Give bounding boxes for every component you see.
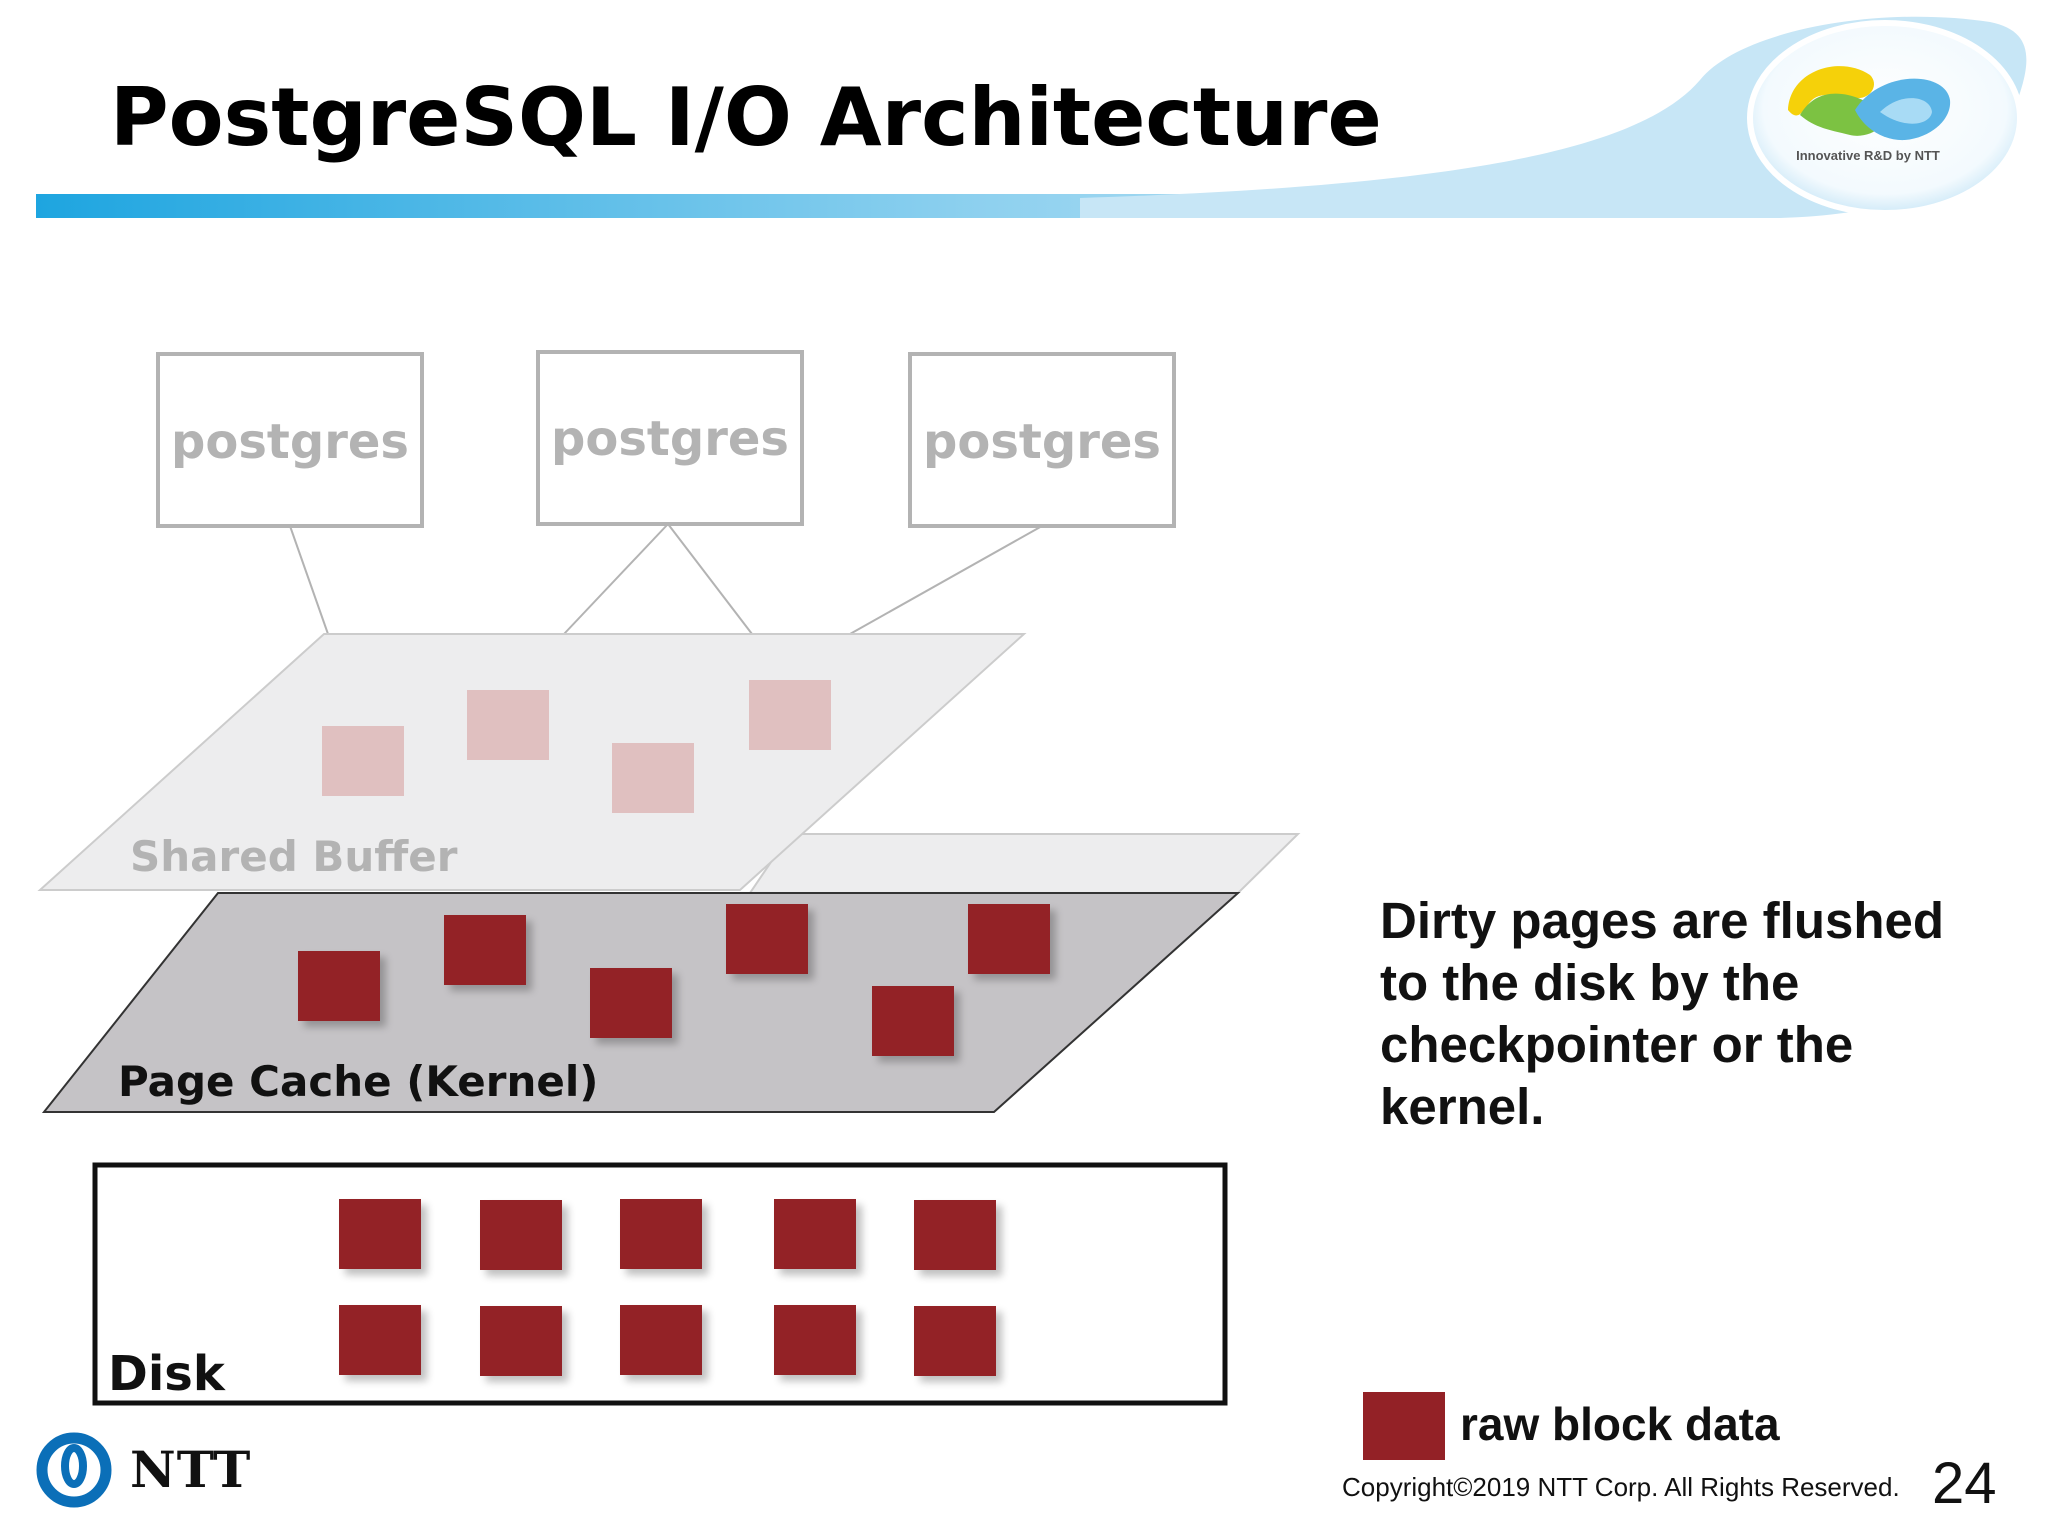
disk-block xyxy=(480,1306,562,1376)
disk-block xyxy=(774,1305,856,1375)
legend-swatch xyxy=(1363,1392,1445,1460)
description-text: Dirty pages are flushed to the disk by t… xyxy=(1380,892,1945,1135)
disk-label: Disk xyxy=(108,1346,226,1402)
disk-block xyxy=(620,1199,702,1269)
buffered-block xyxy=(749,680,831,750)
disk-box xyxy=(92,1162,1228,1406)
svg-text:postgres: postgres xyxy=(923,414,1161,470)
cached-block xyxy=(444,915,526,985)
shared-buffer-blocks xyxy=(322,680,831,813)
disk-block xyxy=(620,1305,702,1375)
disk-block xyxy=(339,1305,421,1375)
disk-block xyxy=(480,1200,562,1270)
process-box: postgres xyxy=(908,352,1176,528)
page-number: 24 xyxy=(1932,1451,1997,1516)
svg-text:postgres: postgres xyxy=(551,411,789,467)
buffered-block xyxy=(467,690,549,760)
legend-label: raw block data xyxy=(1460,1398,1780,1450)
shared-buffer-layer xyxy=(37,633,1027,891)
disk-block xyxy=(339,1199,421,1269)
page-cache-label: Page Cache (Kernel) xyxy=(118,1057,598,1106)
cached-block xyxy=(872,986,954,1056)
ntt-logo-icon xyxy=(36,1432,112,1508)
page-cache-top-band xyxy=(748,833,1301,894)
buffered-block xyxy=(322,726,404,796)
ntt-swirl-icon xyxy=(1788,66,1951,141)
copyright-text: Copyright©2019 NTT Corp. All Rights Rese… xyxy=(1342,1472,1900,1502)
process-connectors xyxy=(289,523,1043,635)
cached-block xyxy=(726,904,808,974)
page-cache-blocks xyxy=(298,904,1050,1056)
disk-block xyxy=(774,1199,856,1269)
cached-block xyxy=(968,904,1050,974)
shared-buffer-label: Shared Buffer xyxy=(130,832,458,881)
header-banner: Innovative R&D by NTT xyxy=(36,16,2027,218)
svg-text:postgres: postgres xyxy=(171,414,409,470)
buffered-block xyxy=(612,743,694,813)
disk-block xyxy=(914,1306,996,1376)
disk-blocks xyxy=(339,1199,996,1376)
disk-block xyxy=(914,1200,996,1270)
page-title: PostgreSQL I/O Architecture xyxy=(110,71,1382,164)
page-cache-layer xyxy=(41,892,1241,1113)
process-box: postgres xyxy=(156,352,424,528)
badge-text: Innovative R&D by NTT xyxy=(1796,148,1940,163)
process-box: postgres xyxy=(536,350,804,526)
cached-block xyxy=(298,951,380,1021)
ntt-logo-text: NTT xyxy=(130,1440,252,1499)
ntt-logo: NTT xyxy=(34,1430,252,1510)
cached-block xyxy=(590,968,672,1038)
